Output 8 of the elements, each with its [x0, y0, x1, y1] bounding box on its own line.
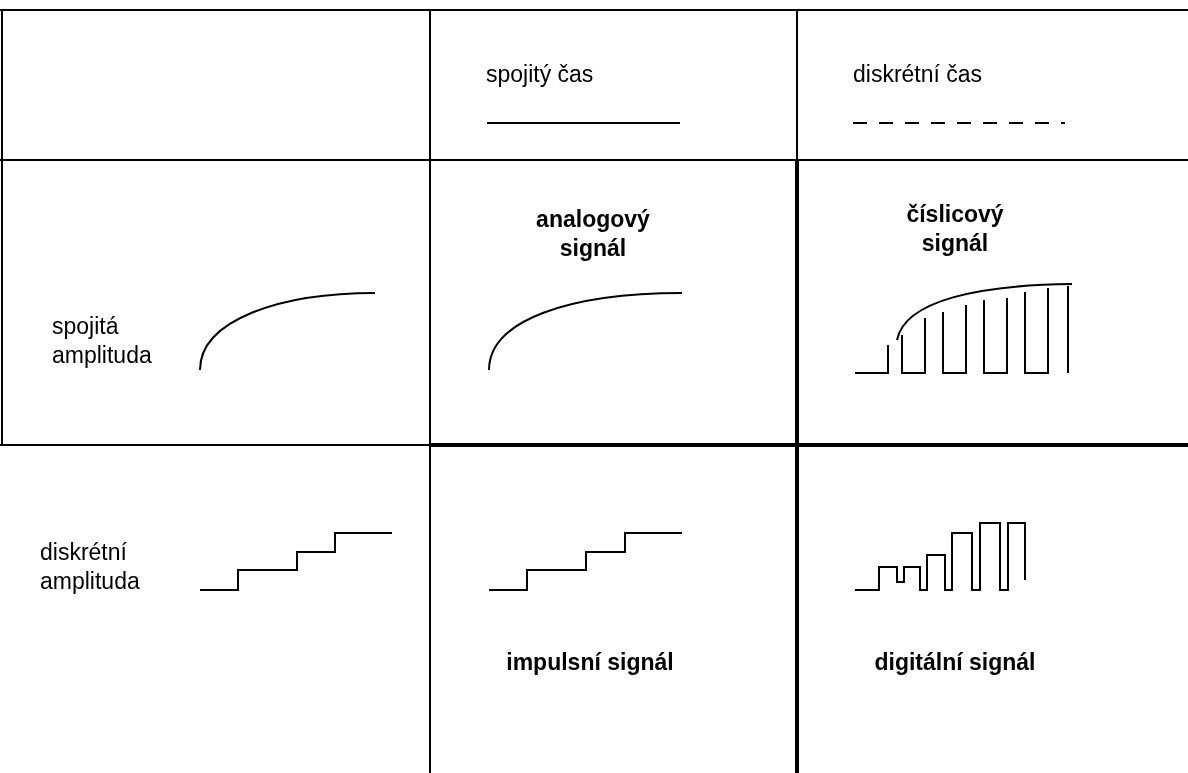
cell-title: impulsní signál: [505, 648, 675, 677]
cell-title: číslicový signál: [905, 200, 1005, 258]
column-header: diskrétní čas: [853, 60, 984, 89]
column-header: spojitý čas: [486, 60, 595, 89]
cell-title: analogový signál: [535, 205, 651, 263]
row-header: diskrétní amplituda: [40, 538, 141, 596]
cell-title: digitální signál: [873, 648, 1037, 677]
row-header: spojitá amplituda: [52, 312, 153, 370]
